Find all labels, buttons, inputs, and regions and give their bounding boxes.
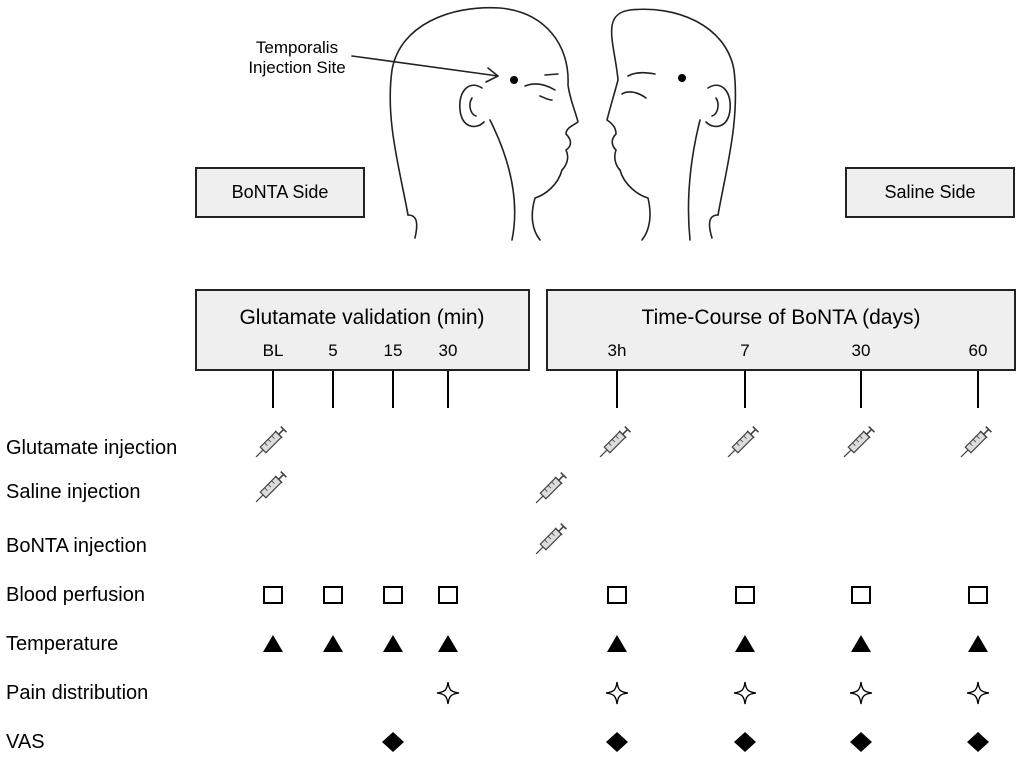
four-point-star-marker-pain-distribution-7 [733,681,757,705]
open-square-marker-blood-perfusion-30 [851,586,871,604]
injection-site-dot [510,76,518,84]
filled-triangle-marker-temperature-bl [263,635,283,652]
row-label-pain-distribution: Pain distribution [6,682,149,704]
row-label-glutamate-injection: Glutamate injection [6,437,178,459]
tick-label-60: 60 [968,341,988,360]
tick-label-15: 15 [383,341,403,360]
open-square-marker-blood-perfusion-5 [323,586,343,604]
saline-side-box: Saline Side [845,167,1015,218]
tick-label-5: 5 [328,341,338,360]
tick-label-7: 7 [740,341,750,360]
syringe-marker-saline-injection-bl [251,470,288,507]
tick-line [616,371,618,408]
tick-line [744,371,746,408]
annotation-line-2: Injection Site [248,58,346,77]
open-square-marker-blood-perfusion-60 [968,586,988,604]
filled-triangle-marker-temperature-7 [735,635,755,652]
saline-side-label: Saline Side [884,182,976,202]
injection-site-annotation: Temporalis Injection Site [232,38,362,78]
open-square-marker-blood-perfusion-7 [735,586,755,604]
open-square-marker-blood-perfusion-bl [263,586,283,604]
syringe-marker-saline-injection-baseline-session [531,471,568,508]
filled-triangle-marker-temperature-3h [607,635,627,652]
four-point-star-marker-pain-distribution-60 [966,681,990,705]
filled-diamond-marker-vas-60 [967,732,989,752]
row-label-vas: VAS [6,731,45,753]
time-course-title: Time-Course of BoNTA (days) [641,306,921,329]
syringe-marker-glutamate-injection-7 [723,425,760,462]
tick-line [272,371,274,408]
glutamate-validation-box [195,289,530,371]
syringe-marker-bonta-injection-baseline-session [531,522,568,559]
injection-site-dot-right [678,74,686,82]
open-square-marker-blood-perfusion-30 [438,586,458,604]
four-point-star-marker-pain-distribution-3h [605,681,629,705]
tick-line [392,371,394,408]
bonta-side-label: BoNTA Side [231,182,329,202]
syringe-marker-glutamate-injection-30 [839,425,876,462]
row-label-saline-injection: Saline injection [6,481,141,503]
four-point-star-marker-pain-distribution-30 [436,681,460,705]
filled-diamond-marker-vas-15 [382,732,404,752]
glutamate-validation-title: Glutamate validation (min) [239,306,485,329]
filled-diamond-marker-vas-30 [850,732,872,752]
filled-triangle-marker-temperature-60 [968,635,988,652]
tick-label-3h: 3h [607,341,627,360]
tick-label-30min: 30 [438,341,458,360]
tick-line [332,371,334,408]
filled-diamond-marker-vas-3h [606,732,628,752]
filled-triangle-marker-temperature-15 [383,635,403,652]
open-square-marker-blood-perfusion-15 [383,586,403,604]
row-label-temperature: Temperature [6,633,119,655]
tick-label-30d: 30 [851,341,871,360]
row-label-bonta-injection: BoNTA injection [6,535,147,557]
left-head-outline [389,6,579,241]
syringe-marker-glutamate-injection-bl [251,425,288,462]
right-head-outline [606,8,737,241]
tick-line [447,371,449,408]
filled-triangle-marker-temperature-30 [851,635,871,652]
time-course-box [546,289,1016,371]
syringe-marker-glutamate-injection-3h [595,425,632,462]
filled-triangle-marker-temperature-5 [323,635,343,652]
injection-site-arrow [351,55,499,77]
row-label-blood-perfusion: Blood perfusion [6,584,145,606]
tick-line [977,371,979,408]
filled-diamond-marker-vas-7 [734,732,756,752]
open-square-marker-blood-perfusion-3h [607,586,627,604]
four-point-star-marker-pain-distribution-30 [849,681,873,705]
annotation-line-1: Temporalis [255,38,339,57]
bonta-side-box: BoNTA Side [195,167,365,218]
tick-line [860,371,862,408]
filled-triangle-marker-temperature-30 [438,635,458,652]
tick-label-bl: BL [262,341,284,360]
syringe-marker-glutamate-injection-60 [956,425,993,462]
